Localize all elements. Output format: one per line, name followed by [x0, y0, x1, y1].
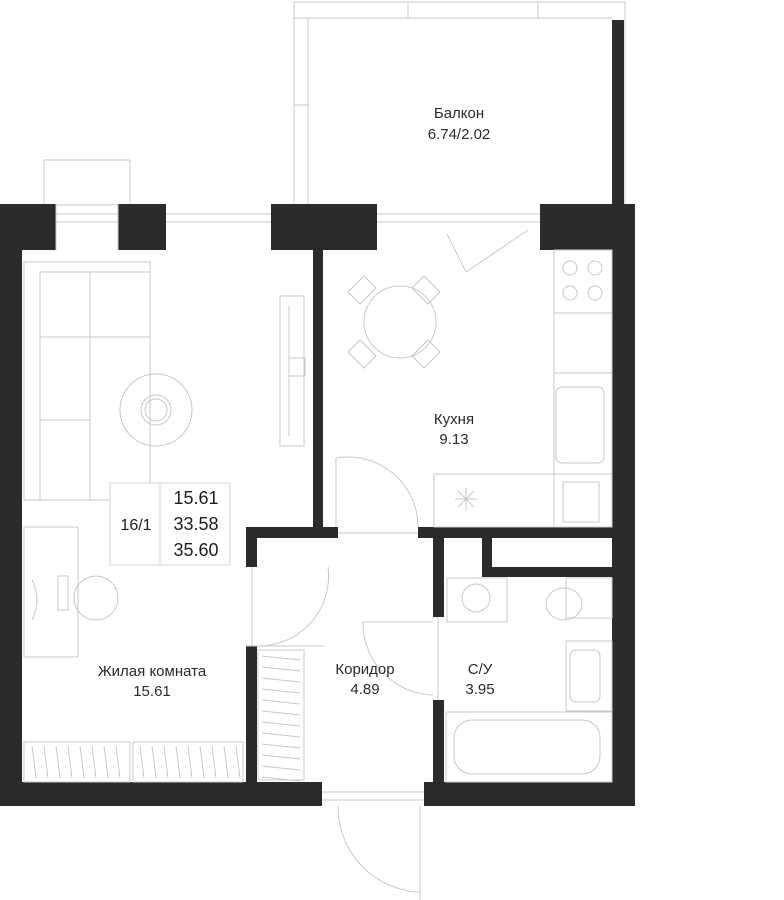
hanger-line	[199, 745, 205, 779]
balcony-outline	[293, 1, 626, 208]
hanger-line	[31, 745, 37, 779]
living-name: Жилая комната	[98, 663, 207, 680]
living-furniture	[23, 261, 306, 783]
hanger-line	[261, 699, 301, 705]
hanger-line	[211, 745, 217, 779]
hanger-line	[79, 745, 85, 779]
kitchen-furniture	[363, 249, 613, 528]
kitchen-area: 9.13	[439, 431, 468, 448]
hanger-line	[43, 745, 49, 779]
hanger-line	[261, 721, 301, 727]
hanger-line	[115, 745, 121, 779]
hanger-line	[261, 754, 301, 760]
hanger-line	[261, 765, 301, 771]
window-bay	[43, 159, 131, 206]
hanger-line	[67, 745, 73, 779]
hanger-line	[103, 745, 109, 779]
hanger-line	[163, 745, 169, 779]
balcony-area: 6.74/2.02	[428, 126, 491, 143]
hanger-line	[261, 688, 301, 694]
hanger-line	[139, 745, 145, 779]
kitchen-chairs	[347, 275, 441, 369]
hanger-line	[235, 745, 241, 779]
windows	[55, 204, 540, 250]
walls	[0, 204, 635, 806]
corridor-name: Коридор	[335, 661, 394, 678]
bathroom-name: С/У	[468, 661, 493, 678]
hanger-line	[151, 745, 157, 779]
hanger-line	[261, 677, 301, 683]
corridor-furniture	[246, 456, 439, 900]
hanger-line	[55, 745, 61, 779]
hanger-line	[223, 745, 229, 779]
hanger-line	[175, 745, 181, 779]
living-area: 15.61	[133, 683, 171, 700]
hanger-line	[91, 745, 97, 779]
apartment-number: 16/1	[120, 517, 151, 534]
hanger-line	[261, 666, 301, 672]
apartment-tag: 16/1 15.61 33.58 35.60	[109, 482, 231, 566]
kitchen-name: Кухня	[434, 411, 474, 428]
wardrobe-hangers-living	[31, 745, 241, 779]
corridor-area: 4.89	[350, 681, 379, 698]
bathroom-area: 3.95	[465, 681, 494, 698]
hanger-line	[261, 710, 301, 716]
total-area-value: 33.58	[173, 514, 218, 534]
living-area-value: 15.61	[173, 488, 218, 508]
balcony-name: Балкон	[434, 105, 484, 122]
wardrobe-hangers-corridor	[261, 655, 301, 782]
hanger-line	[261, 776, 301, 782]
hanger-line	[261, 732, 301, 738]
hanger-line	[187, 745, 193, 779]
balcony-door	[446, 229, 529, 273]
hanger-line	[261, 743, 301, 749]
bathroom-fixtures	[445, 577, 613, 783]
hanger-line	[261, 655, 301, 661]
total-with-balcony-value: 35.60	[173, 540, 218, 560]
